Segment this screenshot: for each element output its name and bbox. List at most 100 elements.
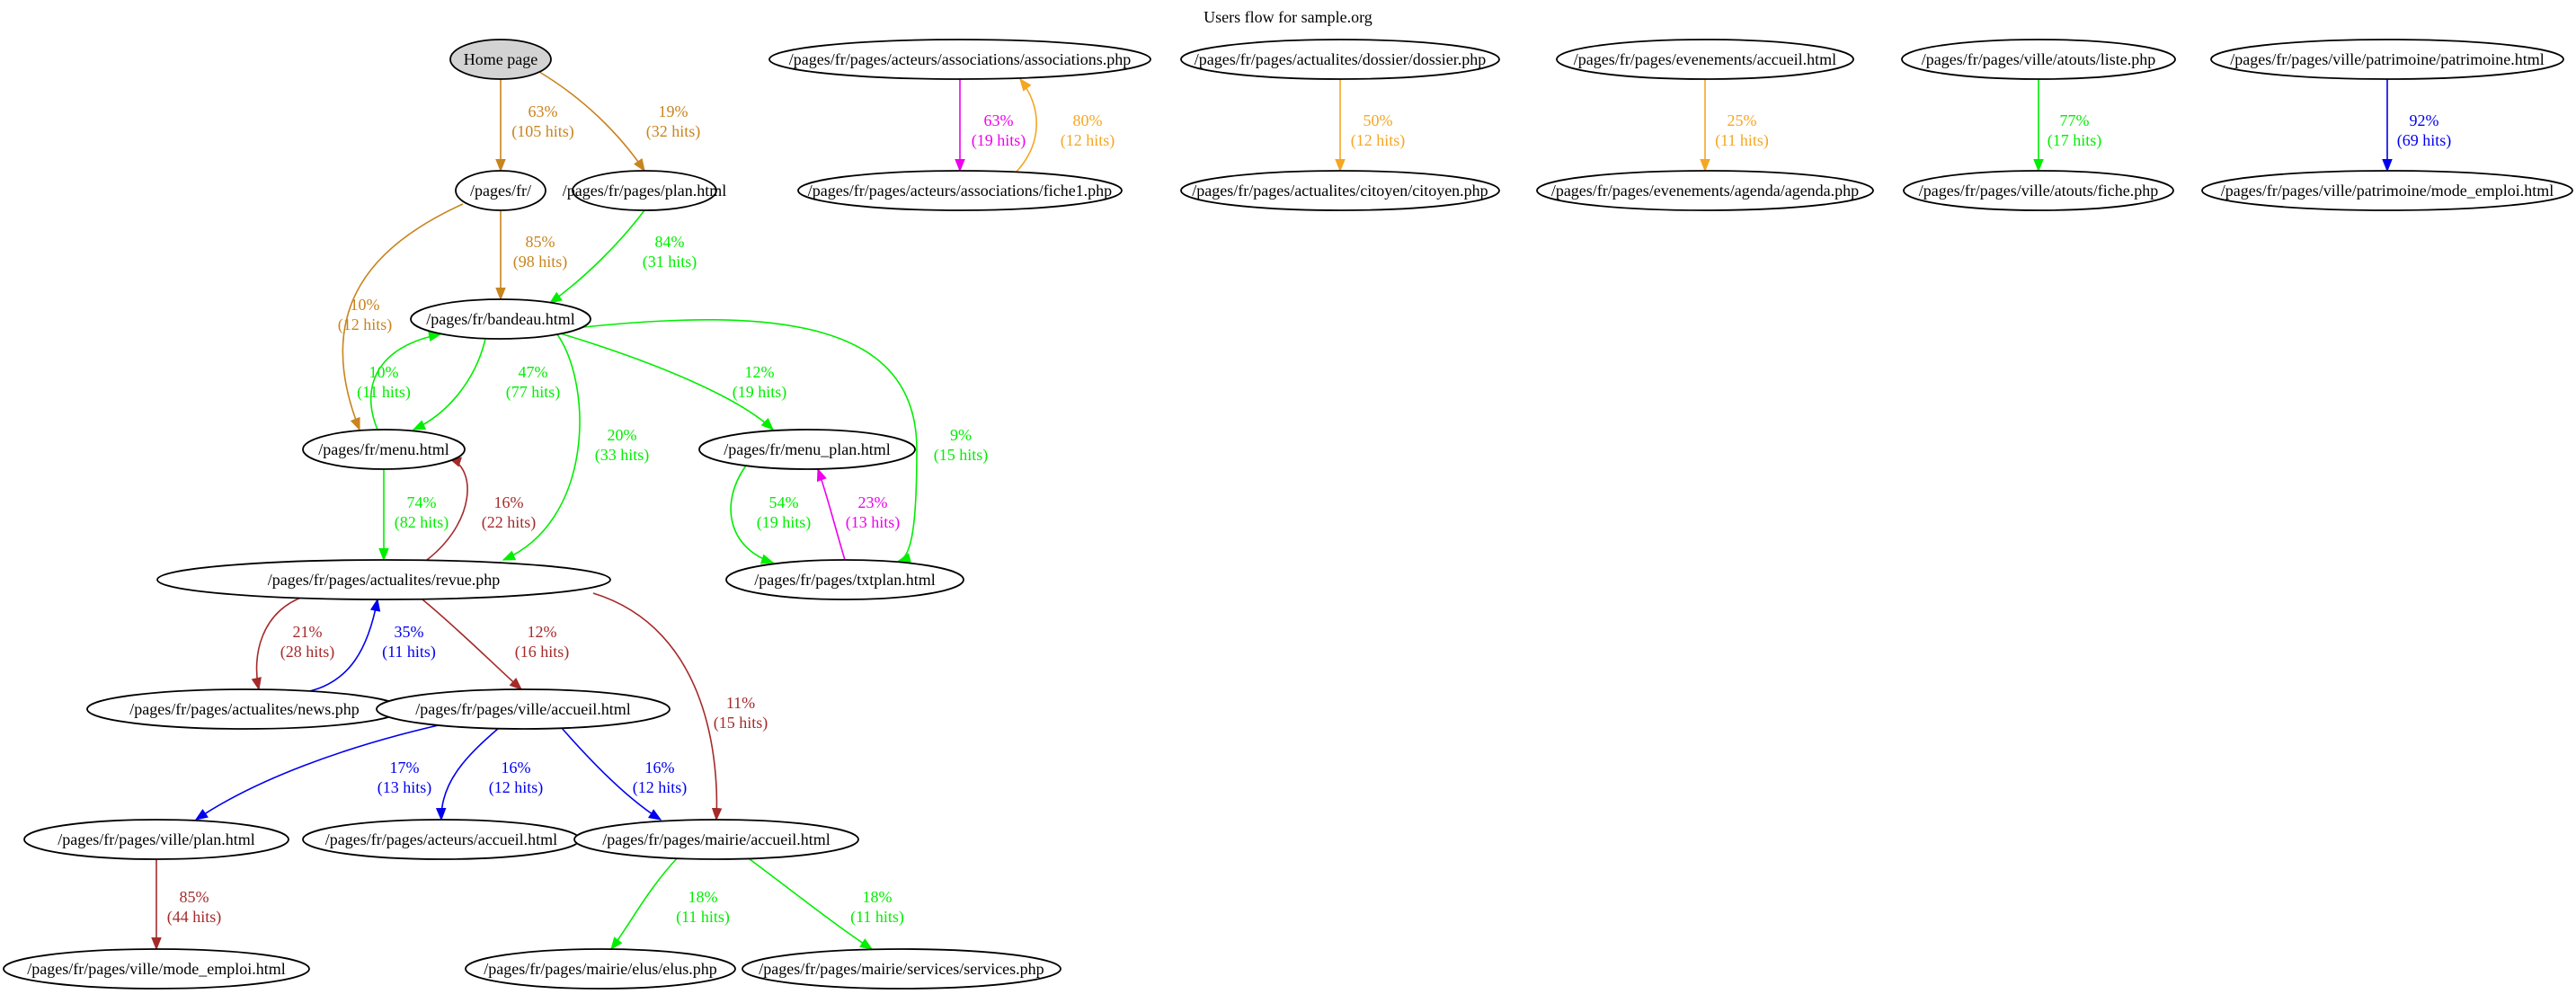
edge-hits-label: (19 hits) [733, 383, 787, 402]
edge-percent-label: 18% [863, 888, 893, 906]
edge-arrow [561, 727, 662, 821]
edge-hits-label: (12 hits) [1351, 131, 1406, 150]
edge-bandeau-to-menu_plan: 12% (19 hits) [556, 332, 787, 430]
node-menu-plan: /pages/fr/menu_plan.html [698, 429, 916, 470]
edge-percent-label: 63% [984, 111, 1014, 129]
node-evenements: /pages/fr/pages/evenements/accueil.html [1556, 39, 1854, 80]
edge-percent-label: 50% [1364, 111, 1393, 129]
node-label: /pages/fr/pages/evenements/accueil.html [1574, 50, 1836, 68]
node-ellipse [768, 39, 1151, 80]
node-ellipse [572, 170, 717, 211]
edge-arrow [556, 332, 775, 430]
node-home: Home page [449, 39, 552, 80]
edge-percent-label: 16% [645, 759, 675, 777]
edge-hits-label: (69 hits) [2397, 131, 2452, 150]
edge-percent-label: 77% [2060, 111, 2090, 129]
node-acteurs-accueil: /pages/fr/pages/acteurs/accueil.html [302, 819, 581, 860]
edge-arrow [426, 457, 468, 561]
edge-hits-label: (98 hits) [513, 253, 568, 271]
edge-percent-label: 85% [526, 233, 555, 251]
node-txtplan: /pages/fr/pages/txtplan.html [725, 559, 964, 600]
nodes-layer: Home page/pages/fr//pages/fr/pages/plan.… [3, 39, 2573, 990]
edge-arrow [502, 333, 581, 561]
edge-percent-label: 12% [528, 623, 557, 641]
node-agenda: /pages/fr/pages/evenements/agenda/agenda… [1536, 170, 1874, 211]
edge-percent-label: 9% [950, 426, 972, 444]
edge-percent-label: 63% [529, 102, 558, 120]
edge-percent-label: 54% [769, 493, 799, 511]
node-ellipse [376, 688, 671, 730]
node-label: /pages/fr/pages/ville/atouts/fiche.php [1919, 182, 2158, 200]
edge-evenements-to-agenda: 25%(11 hits) [1700, 79, 1769, 173]
edge-arrow [574, 319, 918, 564]
edge-hits-label: (32 hits) [646, 122, 701, 141]
node-services: /pages/fr/pages/mairie/services/services… [742, 948, 1061, 990]
node-label: /pages/fr/pages/actualites/citoyen/citoy… [1192, 182, 1488, 200]
node-ellipse [465, 948, 736, 990]
edge-hits-label: (15 hits) [714, 714, 768, 732]
edge-revue-to-menu: 16%(22 hits) [426, 457, 536, 561]
edge-arrow [342, 203, 464, 431]
node-ellipse [1536, 170, 1874, 211]
edge-fiche1-to-associations: 80%(12 hits) [1015, 77, 1115, 173]
edge-menu-to-bandeau: 10%(11 hits) [357, 331, 442, 430]
edge-hits-label: (16 hits) [515, 643, 570, 661]
node-ellipse [1180, 39, 1500, 80]
edge-plan-to-bandeau: 84%(31 hits) [548, 209, 697, 304]
edge-percent-label: 80% [1073, 111, 1103, 129]
edge-arrow [435, 727, 500, 821]
node-label: /pages/fr/bandeau.html [426, 310, 574, 328]
edge-percent-label: 84% [655, 233, 685, 251]
node-fiche1: /pages/fr/pages/acteurs/associations/fic… [797, 170, 1123, 211]
edge-hits-label: (17 hits) [2047, 131, 2102, 150]
edge-hits-label: (11 hits) [382, 643, 436, 661]
edge-percent-label: 10% [369, 363, 399, 381]
edge-percent-label: 18% [688, 888, 718, 906]
node-label: /pages/fr/pages/acteurs/associations/fic… [808, 182, 1112, 200]
node-ellipse [1903, 170, 2174, 211]
node-revue: /pages/fr/pages/actualites/revue.php [156, 559, 611, 600]
node-ellipse [797, 170, 1123, 211]
edge-arrow [730, 465, 775, 564]
edge-percent-label: 19% [659, 102, 688, 120]
node-label: /pages/fr/pages/actualites/revue.php [268, 571, 500, 589]
node-label: Home page [464, 50, 537, 68]
node-ellipse [2210, 39, 2564, 80]
node-label: /pages/fr/pages/ville/accueil.html [415, 700, 630, 718]
edge-news-to-revue: 35% (11 hits) [305, 598, 436, 693]
edge-percent-label: 47% [519, 363, 548, 381]
node-mode-emploi-patrimoine: /pages/fr/pages/ville/patrimoine/mode_em… [2201, 170, 2573, 211]
node-label: /pages/fr/pages/mairie/services/services… [759, 960, 1044, 978]
node-ellipse [742, 948, 1061, 990]
edge-menu-to-revue: 74%(82 hits) [378, 469, 449, 562]
edge-hits-label: (33 hits) [595, 446, 650, 465]
node-ellipse [455, 170, 546, 211]
edge-ville_accueil-to-acteurs_accueil: 16%(12 hits) [435, 727, 543, 821]
node-label: /pages/fr/pages/evenements/agenda/agenda… [1551, 182, 1859, 200]
edge-hits-label: (28 hits) [280, 643, 335, 661]
edge-percent-label: 20% [608, 426, 637, 444]
node-ellipse [449, 39, 552, 80]
edge-percent-label: 35% [395, 623, 424, 641]
edge-percent-label: 92% [2410, 111, 2439, 129]
edge-percent-label: 74% [407, 493, 437, 511]
edge-hits-label: (105 hits) [511, 122, 574, 141]
node-label: /pages/fr/pages/actualites/dossier/dossi… [1195, 50, 1486, 68]
edge-mairie_accueil-to-elus: 18%(11 hits) [610, 856, 730, 951]
node-atouts-fiche: /pages/fr/pages/ville/atouts/fiche.php [1903, 170, 2174, 211]
node-label: /pages/fr/pages/ville/plan.html [58, 830, 254, 848]
edge-bandeau-to-revue: 20% (33 hits) [502, 333, 650, 561]
edge-revue-to-ville_accueil: 12% (16 hits) [422, 599, 570, 690]
edge-percent-label: 10% [351, 296, 380, 314]
edge-hits-label: (11 hits) [850, 908, 904, 927]
node-label: /pages/fr/pages/txtplan.html [754, 571, 935, 589]
node-ellipse [410, 298, 591, 340]
edge-hits-label: (19 hits) [972, 131, 1026, 150]
edge-ville_accueil-to-mairie_accueil: 16%(12 hits) [561, 727, 687, 821]
edge-hits-label: (44 hits) [167, 908, 222, 927]
edge-percent-label: 12% [745, 363, 775, 381]
node-ellipse [1901, 39, 2176, 80]
node-label: /pages/fr/pages/mairie/accueil.html [602, 830, 830, 848]
node-ellipse [2201, 170, 2573, 211]
